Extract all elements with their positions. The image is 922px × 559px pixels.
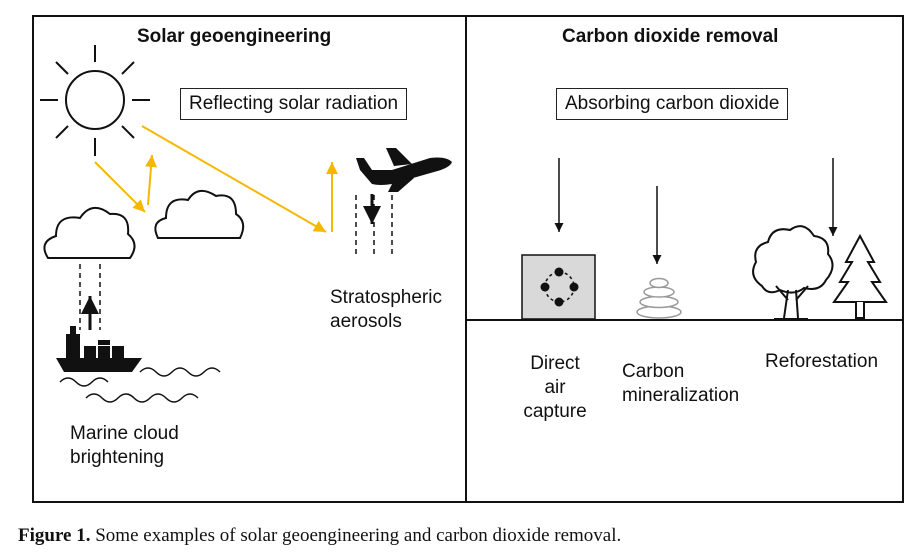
- label-line: Carbon: [622, 361, 685, 382]
- figure-caption: Figure 1. Some examples of solar geoengi…: [18, 525, 621, 547]
- label-line: aerosols: [330, 311, 402, 332]
- label-line: Direct: [530, 353, 580, 374]
- deciduous-tree-icon: [752, 225, 834, 320]
- label-line: air: [544, 377, 566, 398]
- label-line: brightening: [70, 447, 165, 468]
- conifer-tree-icon: [832, 233, 888, 319]
- label-line: Marine cloud: [70, 423, 179, 444]
- stratospheric-aerosols-label: Stratospheric aerosols: [330, 286, 442, 334]
- left-panel-title: Solar geoengineering: [137, 26, 332, 47]
- carbon-mineralization-label: Carbon mineralization: [622, 360, 739, 408]
- cloud-icon: [43, 207, 136, 259]
- direct-air-capture-label: Direct air capture: [510, 352, 600, 424]
- right-panel-title: Carbon dioxide removal: [562, 26, 779, 47]
- marine-trails: [79, 264, 101, 330]
- dac-icon: [521, 254, 596, 320]
- co2-arrows: [554, 158, 838, 264]
- caption-text: Some examples of solar geoengineering an…: [90, 525, 622, 546]
- cloud-icon: [154, 189, 245, 239]
- waves-icon: [59, 367, 221, 403]
- label-line: capture: [523, 401, 587, 422]
- aerosol-trails: [355, 195, 393, 255]
- label-line: Reforestation: [765, 351, 879, 372]
- caption-prefix: Figure 1.: [18, 525, 91, 546]
- marine-cloud-label: Marine cloud brightening: [70, 422, 179, 470]
- airplane-icon: [356, 148, 452, 192]
- label-line: Stratospheric: [330, 287, 442, 308]
- ship-icon: [56, 326, 142, 372]
- reflecting-label: Reflecting solar radiation: [180, 88, 408, 120]
- outer-frame: [32, 15, 904, 503]
- stone-stack-icon: [636, 277, 682, 319]
- label-line: mineralization: [622, 385, 740, 406]
- sun-icon: [40, 45, 150, 156]
- solar-arrows: [94, 125, 338, 233]
- absorbing-label: Absorbing carbon dioxide: [556, 88, 789, 120]
- reforestation-label: Reforestation: [765, 350, 878, 374]
